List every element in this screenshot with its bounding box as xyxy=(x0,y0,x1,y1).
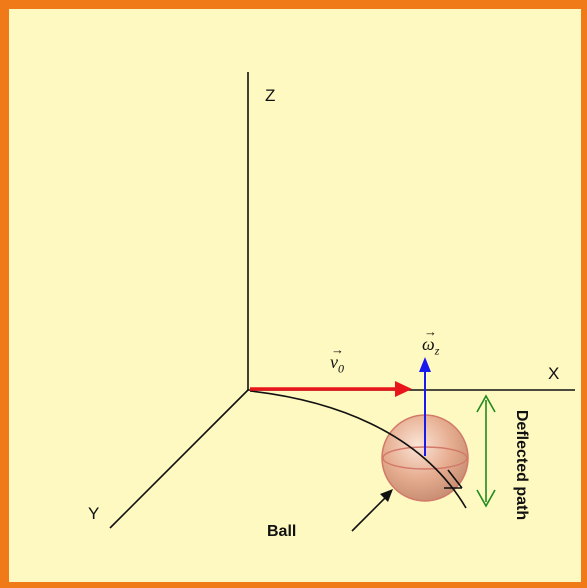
z-axis-label: Z xyxy=(265,86,276,105)
omega-z-arrowhead xyxy=(419,357,431,372)
v0-symbol: v xyxy=(330,352,338,372)
x-axis-label: X xyxy=(548,364,560,383)
ball-pointer-arrowhead xyxy=(380,489,393,502)
trajectory-arrowhead xyxy=(444,469,463,489)
ball-label: Ball xyxy=(267,523,297,540)
v0-label: → v 0 xyxy=(330,342,344,376)
omega-z-label: → ω z xyxy=(422,324,440,358)
ball-pointer-arrow xyxy=(351,497,386,532)
omega-subscript: z xyxy=(434,343,440,358)
deflection-bottom-arrowhead xyxy=(476,489,496,508)
deflected-trajectory xyxy=(249,390,467,509)
y-axis-label: Y xyxy=(88,504,100,523)
omega-symbol: ω xyxy=(422,334,435,354)
v0-arrowhead xyxy=(395,381,412,397)
v0-subscript: 0 xyxy=(338,361,344,376)
deflected-path-label: Deflected path xyxy=(513,409,530,521)
deflection-top-arrowhead xyxy=(476,394,496,413)
y-axis-line xyxy=(109,389,249,529)
